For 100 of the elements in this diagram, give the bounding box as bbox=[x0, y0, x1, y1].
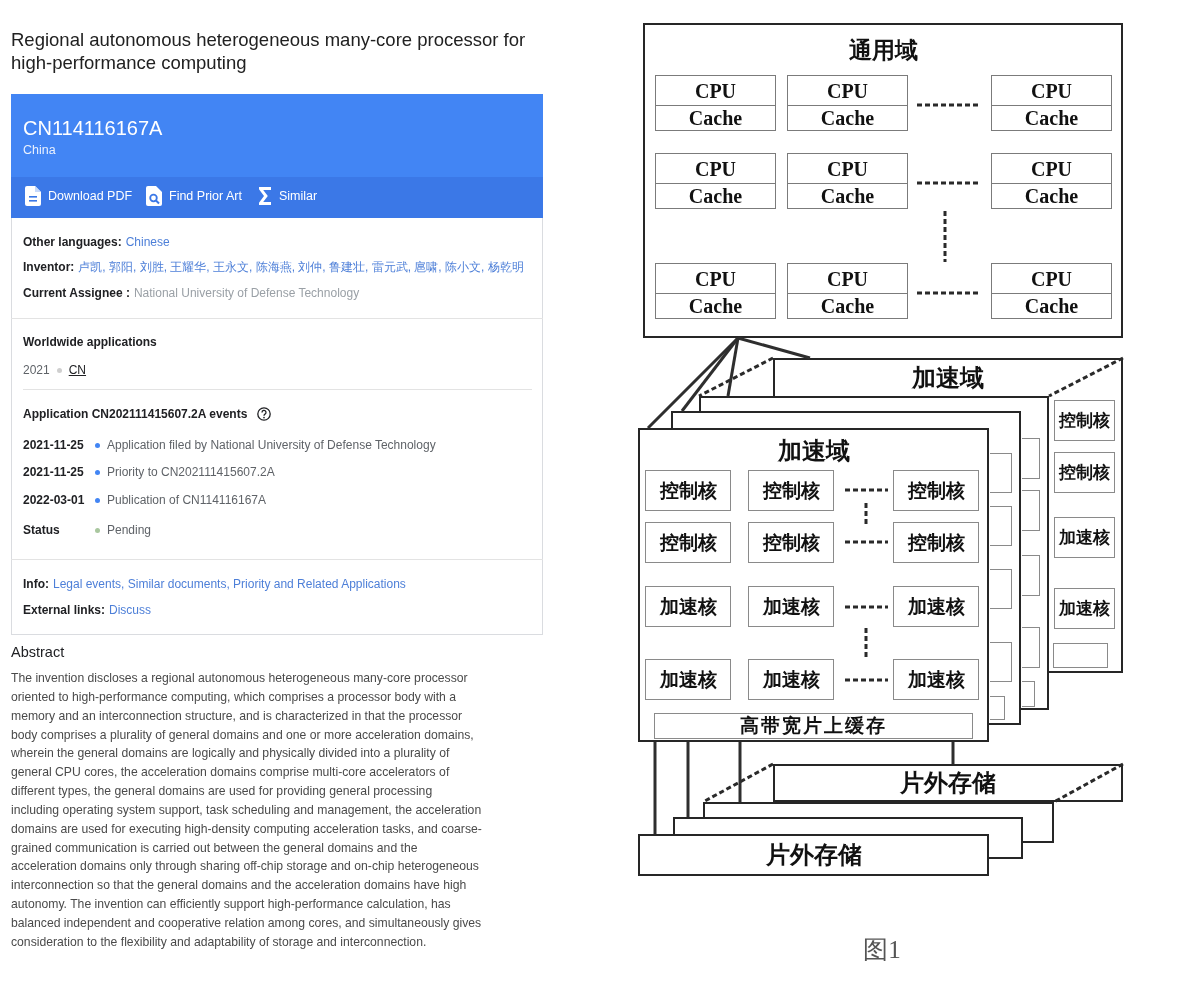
core-box: 控制核 bbox=[893, 522, 979, 563]
cache-label: Cache bbox=[1024, 295, 1079, 317]
cpu-label: CPU bbox=[1030, 79, 1073, 102]
cpu-cache-box bbox=[787, 263, 908, 319]
cpu-cache-box bbox=[655, 75, 776, 131]
cache-label: Cache bbox=[820, 295, 875, 317]
cache-label: Cache bbox=[688, 107, 743, 129]
connector-line bbox=[951, 742, 955, 764]
header-band bbox=[11, 94, 543, 177]
section-heading: Worldwide applications bbox=[23, 334, 157, 350]
cpu-label: CPU bbox=[1030, 267, 1073, 290]
core-box bbox=[1022, 490, 1040, 531]
stacked-storage-board bbox=[673, 817, 1023, 834]
cpu-cache-box bbox=[991, 263, 1112, 319]
section-heading: Application CN202111415607.2A events bbox=[23, 406, 248, 422]
core-box bbox=[990, 642, 1012, 682]
similar-label: Similar bbox=[258, 186, 318, 206]
cache-label: Cache bbox=[820, 185, 875, 207]
cpu-label: CPU bbox=[826, 79, 869, 102]
cpu-cache-box bbox=[991, 153, 1112, 209]
core-box: 加速核 bbox=[645, 659, 731, 700]
stacked-domain-box bbox=[699, 396, 1049, 411]
status-label: Status bbox=[23, 522, 60, 538]
core-box bbox=[1022, 555, 1040, 596]
event-date: 2021-11-25 bbox=[23, 464, 84, 480]
event-date: 2022-03-01 bbox=[23, 492, 85, 508]
assignee-text: National University of Defense Technology bbox=[133, 285, 360, 301]
cpu-cache-box bbox=[787, 153, 908, 209]
core-box: 加速核 bbox=[893, 586, 979, 627]
country-text: China bbox=[23, 143, 56, 158]
core-box: 控制核 bbox=[645, 522, 731, 563]
field-label: Other languages: bbox=[23, 234, 122, 250]
core-box bbox=[1022, 627, 1040, 668]
cpu-label: CPU bbox=[694, 267, 737, 290]
cpu-label: CPU bbox=[826, 157, 869, 180]
storage-board: 片外存储 bbox=[638, 834, 989, 876]
cache-label: Cache bbox=[688, 185, 743, 207]
general-domain-box bbox=[643, 23, 1123, 338]
find-prior-art-label: Find Prior Art bbox=[146, 186, 242, 206]
domain-title: 加速域 bbox=[777, 436, 850, 466]
cache-bar bbox=[990, 696, 1005, 720]
page-title: Regional autonomous heterogeneous many-core processor for high-performance computing bbox=[11, 28, 527, 74]
stacked-domain-box bbox=[671, 411, 1021, 428]
language-link: Chinese bbox=[125, 234, 170, 250]
cache-label: Cache bbox=[1024, 185, 1079, 207]
cache-label: Cache bbox=[688, 295, 743, 317]
storage-board: 片外存储 bbox=[773, 764, 1123, 802]
core-box: 控制核 bbox=[748, 470, 834, 511]
connector-line bbox=[686, 742, 690, 817]
core-box: 控制核 bbox=[893, 470, 979, 511]
stacked-storage-board bbox=[703, 802, 1054, 817]
connector-line bbox=[726, 337, 740, 397]
toolbar-band bbox=[11, 177, 543, 218]
event-date: 2021-11-25 bbox=[23, 437, 84, 453]
cpu-label: CPU bbox=[1030, 157, 1073, 180]
core-box: 加速核 bbox=[893, 659, 979, 700]
status-text: Pending bbox=[107, 522, 152, 538]
field-label: External links: bbox=[23, 602, 106, 618]
core-box bbox=[1022, 438, 1040, 479]
info-links: Legal events, Similar documents, Priority and Related Applications bbox=[53, 576, 406, 592]
cpu-cache-box bbox=[991, 75, 1112, 131]
cpu-label: CPU bbox=[826, 267, 869, 290]
core-box bbox=[990, 506, 1012, 546]
core-box bbox=[990, 453, 1012, 493]
core-box bbox=[990, 569, 1012, 609]
info-card bbox=[11, 94, 543, 635]
core-box: 控制核 bbox=[1054, 452, 1115, 493]
domain-title: 通用域 bbox=[848, 36, 918, 65]
field-label: Info: bbox=[23, 576, 49, 592]
external-link: Discuss bbox=[109, 602, 152, 618]
field-label: Current Assignee : bbox=[23, 285, 130, 301]
event-text: Application filed by National University of Defense Technology bbox=[107, 437, 436, 453]
cpu-label: CPU bbox=[694, 157, 737, 180]
cpu-cache-box bbox=[787, 75, 908, 131]
cpu-cache-box bbox=[655, 263, 776, 319]
cache-label: Cache bbox=[820, 107, 875, 129]
inventor-links: 卢凯, 郭阳, 刘胜, 王耀华, 王永文, 陈海燕, 刘仲, 鲁建壮, 雷元武, 扈啸, 陈小文, 杨乾明 bbox=[78, 259, 524, 275]
field-label: Inventor: bbox=[23, 259, 75, 275]
core-box: 控制核 bbox=[1054, 400, 1115, 441]
patent-number: CN114116167A bbox=[23, 116, 163, 140]
core-box: 控制核 bbox=[645, 470, 731, 511]
core-box: 加速核 bbox=[748, 659, 834, 700]
cache-bar: 高带宽片上缓存 bbox=[654, 713, 973, 739]
country-link: CN bbox=[68, 362, 87, 378]
download-pdf-label: Download PDF bbox=[25, 186, 133, 206]
cache-bar bbox=[1053, 643, 1108, 668]
core-box: 加速核 bbox=[645, 586, 731, 627]
core-box: 控制核 bbox=[748, 522, 834, 563]
section-heading: Abstract bbox=[11, 643, 65, 661]
core-box: 加速核 bbox=[1054, 588, 1115, 629]
event-text: Priority to CN202111415607.2A bbox=[107, 464, 275, 480]
core-box: 加速核 bbox=[1054, 517, 1115, 558]
cpu-cache-box bbox=[655, 153, 776, 209]
cpu-label: CPU bbox=[694, 79, 737, 102]
stacked-domain-box bbox=[773, 358, 1123, 396]
abstract-paragraph: The invention discloses a regional autonomous heterogeneous many-core processor oriented to high-performance computing, which comprises a processor body with a memory and an interconnection structure, and is characterized in that the processor body comprises a plurality of general domains and one or more acceleration domains, wherein the general domains are logically and physically divided into a plurality of general CPU cores, the acceleration domains comprise multi-core accelerators of different types, the general domains are used for providing general processing including operating system support, task scheduling and management, the acceleration domains are used for executing high-density computing acceleration tasks, and coarse-grained communication is carried out between the general domains and the acceleration domains only through sharing off-chip storage and on-chip heterogeneous interconnection so that the general domains and the acceleration domains have high autonomy. The invention can efficiently support high-performance calculation, has balanced independent and cooperative relation among cores, and simultaneously gives consideration to the flexibility and adaptability of storage and interconnection. bbox=[11, 670, 483, 951]
connector-line bbox=[653, 742, 657, 834]
figure-caption: 图1 bbox=[863, 935, 901, 965]
domain-title: 加速域 bbox=[912, 363, 984, 393]
cache-label: Cache bbox=[1024, 107, 1079, 129]
